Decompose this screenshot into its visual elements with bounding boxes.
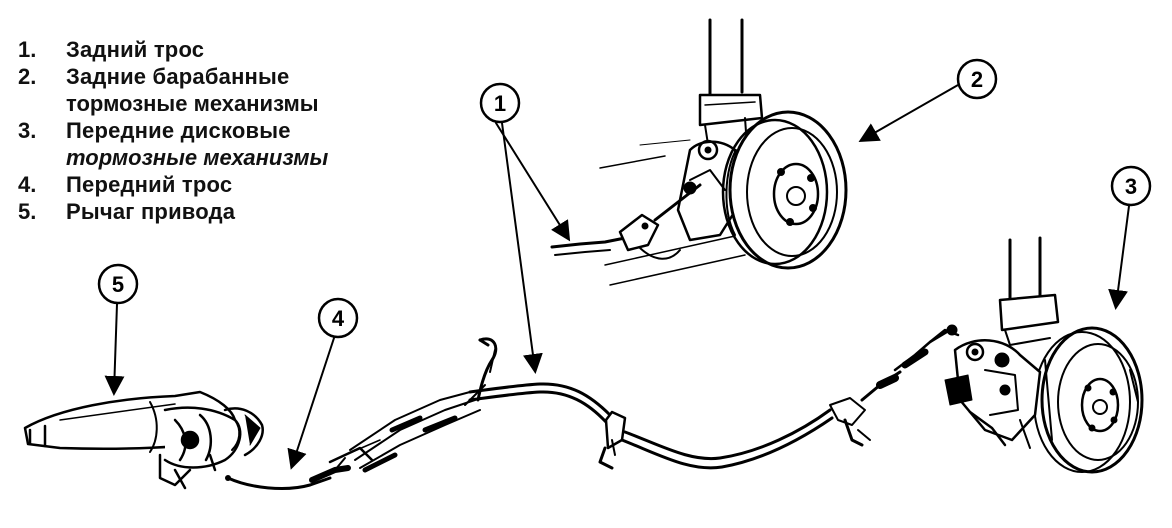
legend-num: 5. [18, 199, 37, 224]
callout-5: 5 [97, 263, 139, 396]
legend-label: Задний трос [66, 37, 205, 62]
parking-brake-lever [23, 390, 264, 490]
legend-item-2: 2. Задние барабанные [18, 63, 328, 90]
legend-item-5: 5. Рычаг привода [18, 198, 328, 225]
legend-label-continued: тормозные механизмы [66, 145, 329, 170]
legend-num: 3. [18, 118, 37, 143]
legend-label: Задние барабанные [66, 64, 290, 89]
legend-num: 2. [18, 64, 37, 89]
front-cable [225, 337, 498, 490]
legend: 1. Задний трос 2. Задние барабанные торм… [18, 36, 328, 225]
legend-label-continued: тормозные механизмы [66, 91, 319, 116]
callout-4: 4 [287, 297, 359, 470]
legend-label: Передний трос [66, 172, 233, 197]
legend-item-1: 1. Задний трос [18, 36, 328, 63]
callout-1-label: 1 [494, 91, 506, 116]
legend-label: Передние дисковые [66, 118, 291, 143]
legend-item-3: 3. Передние дисковые [18, 117, 328, 144]
callout-1: 1 [479, 82, 571, 374]
callout-5-label: 5 [112, 272, 124, 297]
callout-3: 3 [1108, 165, 1152, 310]
front-disc-brake [944, 236, 1144, 474]
callout-2-label: 2 [971, 67, 983, 92]
callout-3-label: 3 [1125, 174, 1137, 199]
rear-drum-brake [550, 18, 848, 286]
callout-2: 2 [858, 58, 998, 142]
rear-cable [468, 324, 960, 470]
legend-num: 4. [18, 172, 37, 197]
legend-label: Рычаг привода [66, 199, 236, 224]
legend-num: 1. [18, 37, 37, 62]
legend-item-4: 4. Передний трос [18, 171, 328, 198]
callout-4-label: 4 [332, 306, 345, 331]
